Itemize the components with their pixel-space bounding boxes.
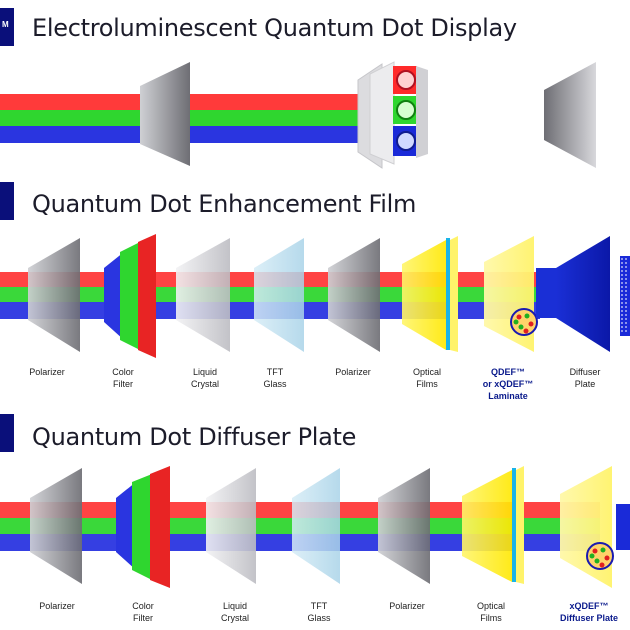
section-title-eqd: Electroluminescent Quantum Dot Display (32, 14, 517, 42)
section-tab-2 (0, 182, 14, 220)
qdef-color-filter-blue (104, 252, 124, 340)
qdef-label-0: Polarizer (29, 367, 65, 377)
qdef-blue-led-edge (620, 256, 630, 336)
qdef-color-filter-red (138, 234, 156, 358)
eqd-glass-layer-2 (369, 61, 395, 165)
eqd-polarizer (140, 62, 190, 166)
qdef-polarizer-2 (328, 238, 380, 352)
qddp-tft-glass (292, 468, 340, 584)
eqd-glass-front (416, 66, 428, 158)
qddp-diffuser-plate (560, 466, 612, 588)
eqd-diagram (0, 61, 596, 169)
eqd-light-beam-mid (190, 94, 358, 143)
qddp-label-4: Polarizer (389, 601, 425, 611)
section-tab-3 (0, 414, 14, 452)
qdef-tft-glass (254, 238, 304, 352)
qddp-blue-led-edge (616, 504, 630, 550)
qdef-liquid-crystal (176, 238, 230, 352)
qddp-label-0: Polarizer (39, 601, 75, 611)
qddp-optical-film-stripe (512, 468, 516, 582)
qdef-optical-film-back (450, 236, 458, 352)
qddp-color-filter-blue (116, 482, 136, 570)
section-tab-1-text: M (2, 20, 9, 29)
section-tab-1: M (0, 8, 14, 46)
qdef-polarizer-1 (28, 238, 80, 352)
qddp-color-filter-green (132, 474, 152, 580)
qddp-polarizer-1 (30, 468, 82, 584)
eqd-rear-plate (544, 62, 596, 168)
qdef-diagram (0, 234, 630, 358)
eqd-qd-dot-green (396, 100, 416, 120)
qddp-liquid-crystal (206, 468, 256, 584)
section-title-qdef: Quantum Dot Enhancement Film (32, 190, 417, 218)
qdef-optical-film-stripe (446, 238, 450, 350)
qdef-optical-films (402, 240, 446, 350)
qdef-color-filter-green (120, 242, 140, 350)
section-title-qddp: Quantum Dot Diffuser Plate (32, 423, 357, 451)
eqd-light-beam-left (0, 94, 170, 143)
qddp-polarizer-2 (378, 468, 430, 584)
eqd-qd-dot-red (396, 70, 416, 90)
qddp-optical-films (462, 470, 512, 582)
qddp-diagram (0, 466, 630, 588)
qddp-color-filter-red (150, 466, 170, 588)
eqd-qd-dot-blue (396, 131, 416, 151)
qddp-optical-film-back (516, 466, 524, 584)
qdef-label-4: Polarizer (335, 367, 371, 377)
qdef-diffuser-plate (556, 236, 610, 352)
